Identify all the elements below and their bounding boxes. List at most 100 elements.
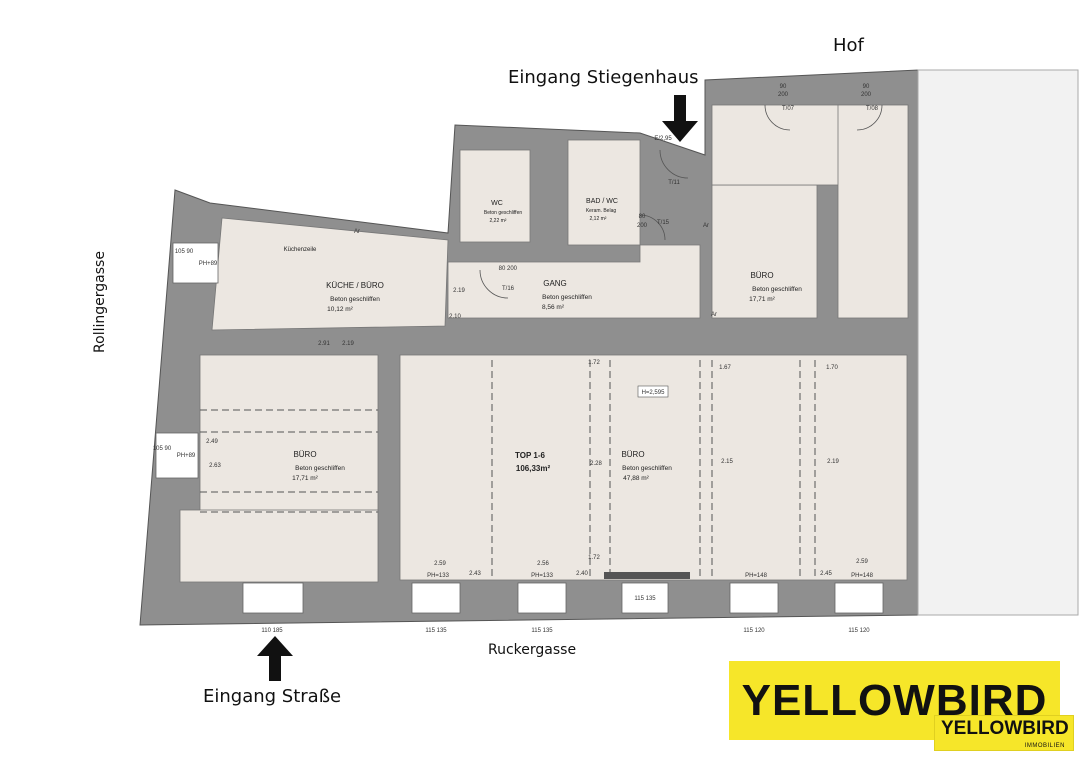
- label-buero-w: BÜRO Beton geschliffen 17,71 m²: [292, 450, 345, 482]
- svg-text:PH=133: PH=133: [531, 573, 554, 579]
- svg-text:1.70: 1.70: [826, 365, 838, 371]
- door-t08: T/08: [866, 106, 879, 112]
- svg-text:2.59: 2.59: [856, 559, 868, 565]
- svg-text:2.19: 2.19: [827, 459, 839, 465]
- svg-text:2.40: 2.40: [576, 571, 588, 577]
- label-ruckergasse: Ruckergasse: [488, 642, 577, 658]
- svg-text:80: 80: [639, 214, 646, 220]
- svg-text:200: 200: [507, 266, 518, 272]
- room-bad-area: 2,12 m²: [590, 216, 607, 222]
- room-buero-main-material: Beton geschliffen: [622, 465, 672, 472]
- room-buero-ne-material: Beton geschliffen: [752, 286, 802, 293]
- label-eingang-strasse: Eingang Straße: [203, 686, 342, 707]
- svg-text:105 90: 105 90: [175, 249, 194, 255]
- arrow-strasse: [257, 636, 293, 681]
- room-buero-main-name: BÜRO: [621, 450, 644, 459]
- svg-text:2.10: 2.10: [449, 314, 461, 320]
- room-buero-ne-area: 17,71 m²: [749, 296, 775, 303]
- door-t16: T/16: [502, 286, 515, 292]
- svg-text:115 135: 115 135: [425, 628, 447, 634]
- room-wc-area: 2,22 m²: [490, 218, 507, 224]
- label-eingang-stiegenhaus: Eingang Stiegenhaus: [508, 67, 699, 88]
- label-hof: Hof: [833, 35, 864, 56]
- svg-text:2.15: 2.15: [721, 459, 733, 465]
- window-dimensions: 115 135 115 135 115 135 115 120 115 120 …: [153, 249, 870, 634]
- room-wc-material: Beton geschliffen: [484, 210, 522, 216]
- svg-text:PH+89: PH+89: [177, 453, 196, 459]
- svg-text:90: 90: [780, 84, 787, 90]
- svg-text:2.91: 2.91: [318, 341, 330, 347]
- logo-small-sub: IMMOBILIEN: [1024, 743, 1065, 749]
- logo-small-text: YELLOWBIRD: [941, 718, 1069, 739]
- svg-text:2.43: 2.43: [469, 571, 481, 577]
- room-bad-material: Keram. Belag: [586, 208, 617, 214]
- ar-tag-1: Ar: [354, 229, 360, 235]
- room-kueche-area: 10,12 m²: [327, 306, 353, 313]
- svg-text:80: 80: [499, 266, 506, 272]
- svg-text:PH+89: PH+89: [199, 261, 218, 267]
- label-rollingergasse: Rollingergasse: [92, 251, 108, 353]
- room-kueche-note: Küchenzeile: [284, 247, 317, 253]
- svg-text:2.63: 2.63: [209, 463, 221, 469]
- height-tag: H=2,595: [642, 390, 666, 396]
- room-hof-right: [837, 104, 909, 319]
- svg-text:2.59: 2.59: [434, 561, 446, 567]
- dimension-labels: 2.19 2.10 2.91 2.19 2.49 2.63 1.72 1.72 …: [206, 84, 872, 577]
- room-gang: [447, 244, 701, 319]
- room-kueche-name: KÜCHE / BÜRO: [326, 281, 384, 290]
- top-area: 106,33m²: [516, 464, 551, 473]
- svg-text:110 185: 110 185: [261, 628, 283, 634]
- neighbour-strip: [917, 69, 1079, 616]
- room-gang-name: GANG: [543, 279, 567, 288]
- parapet-labels: PH+89 PH+89 PH=133 PH=133 PH=148 PH=148: [177, 261, 874, 579]
- eg-tag: E/2,95: [654, 136, 672, 142]
- svg-text:105 90: 105 90: [153, 446, 172, 452]
- svg-text:2.56: 2.56: [537, 561, 549, 567]
- svg-text:200: 200: [861, 92, 872, 98]
- svg-text:1.72: 1.72: [588, 360, 600, 366]
- svg-text:115 120: 115 120: [743, 628, 765, 634]
- door-t15: T/15: [657, 220, 670, 226]
- room-wc-name: WC: [491, 200, 503, 207]
- svg-text:115 120: 115 120: [848, 628, 870, 634]
- svg-text:115 135: 115 135: [531, 628, 553, 634]
- label-gang: GANG Beton geschliffen 8,56 m²: [542, 279, 592, 311]
- room-buero-ne-name: BÜRO: [750, 271, 773, 280]
- svg-text:200: 200: [637, 223, 648, 229]
- room-kueche-material: Beton geschliffen: [330, 296, 380, 303]
- ar-tag-2: Ar: [703, 223, 709, 229]
- room-bad-name: BAD / WC: [586, 198, 618, 205]
- yellowbird-immobilien-logo: YELLOWBIRD IMMOBILIEN: [934, 715, 1074, 751]
- room-bad: [567, 139, 641, 246]
- room-buero-w-area: 17,71 m²: [292, 475, 318, 482]
- svg-text:2.19: 2.19: [342, 341, 354, 347]
- svg-text:1.67: 1.67: [719, 365, 731, 371]
- label-wc: WC Beton geschliffen 2,22 m²: [484, 200, 522, 224]
- svg-text:115 135: 115 135: [634, 596, 656, 602]
- label-buero-ne: BÜRO Beton geschliffen 17,71 m²: [749, 271, 802, 303]
- room-buero-w-name: BÜRO: [293, 450, 316, 459]
- svg-text:2.28: 2.28: [590, 461, 602, 467]
- arrow-stiegenhaus: [662, 95, 698, 142]
- door-t11: T/11: [668, 180, 680, 186]
- svg-text:90: 90: [863, 84, 870, 90]
- svg-text:1.72: 1.72: [588, 555, 600, 561]
- top-name: TOP 1-6: [515, 451, 545, 460]
- label-buero-main: BÜRO Beton geschliffen 47,88 m²: [621, 450, 672, 482]
- door-t07: T/07: [782, 106, 795, 112]
- svg-text:2.19: 2.19: [453, 288, 465, 294]
- room-buero-w-material: Beton geschliffen: [295, 465, 345, 472]
- label-bad: BAD / WC Keram. Belag 2,12 m²: [586, 198, 618, 222]
- room-buero-main-area: 47,88 m²: [623, 475, 649, 482]
- ar-tag-3: Ar: [711, 312, 717, 318]
- svg-text:PH=148: PH=148: [851, 573, 874, 579]
- room-wc: [459, 149, 531, 243]
- svg-text:PH=148: PH=148: [745, 573, 768, 579]
- svg-text:2.49: 2.49: [206, 439, 218, 445]
- room-gang-area: 8,56 m²: [542, 304, 565, 311]
- room-w-strip: [179, 509, 379, 583]
- label-kueche: KÜCHE / BÜRO Beton geschliffen 10,12 m² …: [284, 247, 384, 313]
- svg-text:2.45: 2.45: [820, 571, 832, 577]
- label-top: TOP 1-6 106,33m²: [515, 451, 550, 473]
